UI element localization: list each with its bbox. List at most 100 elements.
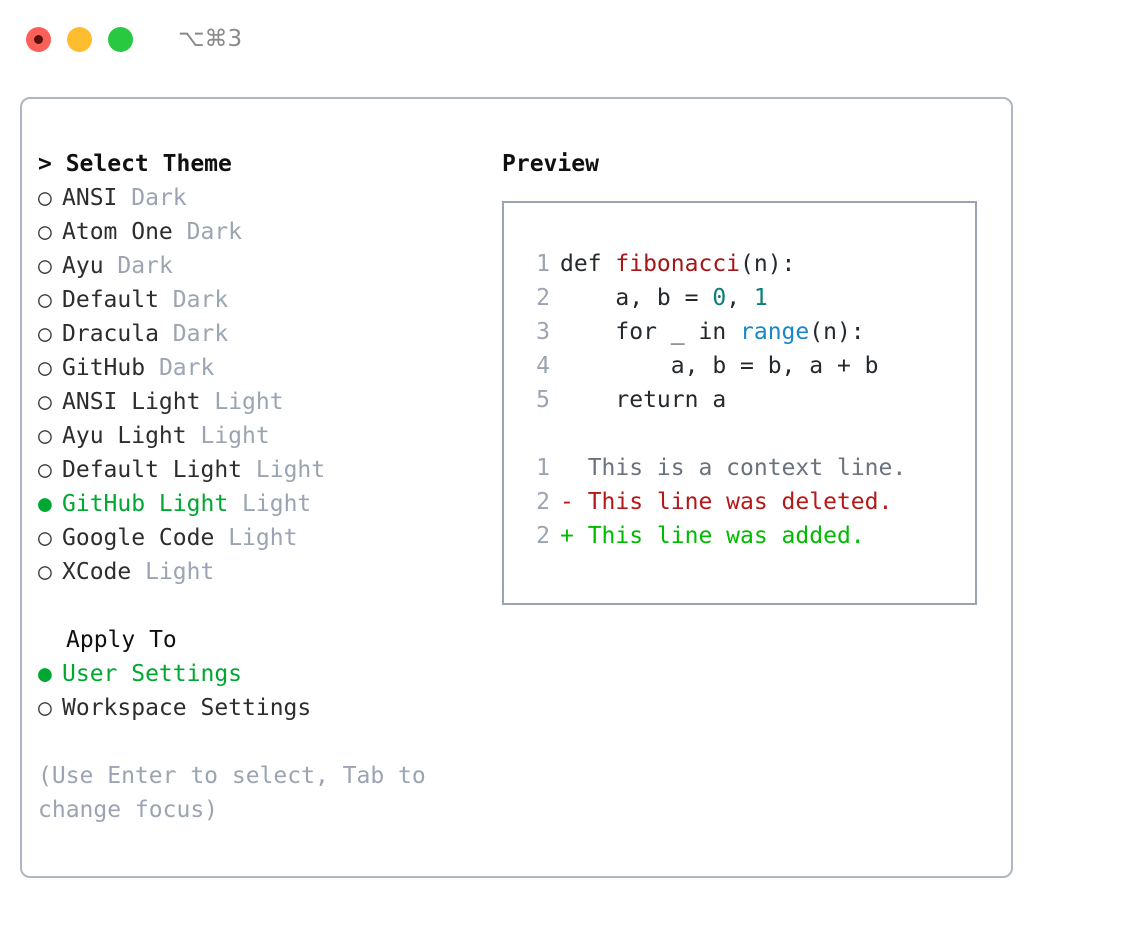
radio-unselected-icon: ○ — [38, 423, 52, 449]
code-token-num: 0 — [712, 285, 727, 311]
line-number: 2 — [536, 285, 550, 311]
code-text: def fibonacci(n): — [550, 247, 795, 281]
theme-option-google-code[interactable]: ○ Google Code Light — [38, 521, 488, 555]
line-number: 5 — [536, 387, 550, 413]
theme-option-tag: Dark — [186, 219, 243, 245]
code-line: 5 return a — [504, 383, 975, 417]
code-token-fn: fibonacci — [615, 251, 741, 277]
theme-option-tag: Light — [145, 559, 215, 585]
theme-list: ○ANSI Dark○Atom One Dark○Ayu Dark○Defaul… — [38, 181, 488, 589]
theme-option-label: Default — [62, 287, 159, 313]
code-token-plain: a, b = — [560, 285, 713, 311]
apply-to-heading: Apply To — [66, 627, 177, 653]
theme-option-tag: Dark — [172, 287, 229, 313]
code-token-plain: return a — [560, 387, 727, 413]
radio-selected-icon: ● — [38, 491, 52, 517]
apply-option-label: Workspace Settings — [62, 695, 312, 721]
keyboard-shortcut-label: ⌥⌘3 — [178, 26, 243, 52]
line-number: 1 — [536, 251, 550, 277]
radio-unselected-icon: ○ — [38, 355, 52, 381]
title-bar: ⌥⌘3 — [0, 0, 1140, 78]
apply-option-workspace-settings[interactable]: ○ Workspace Settings — [38, 691, 488, 725]
theme-option-label: Atom One — [62, 219, 173, 245]
preview-heading: Preview — [502, 151, 599, 177]
theme-option-ayu[interactable]: ○Ayu Dark — [38, 249, 488, 283]
theme-option-atom-one[interactable]: ○Atom One Dark — [38, 215, 488, 249]
theme-option-label: ANSI Light — [62, 389, 201, 415]
code-text: a, b = b, a + b — [550, 349, 879, 383]
radio-selected-icon: ● — [38, 661, 52, 687]
line-number: 1 — [536, 455, 550, 481]
close-button[interactable] — [26, 26, 51, 52]
line-number: 2 — [536, 489, 550, 515]
diff-text: + This line was added. — [560, 523, 865, 549]
theme-option-tag: Light — [214, 389, 284, 415]
code-line: 3 for _ in range(n): — [504, 315, 975, 349]
apply-option-user-settings[interactable]: ● User Settings — [38, 657, 488, 691]
theme-column: > Select Theme ○ANSI Dark○Atom One Dark○… — [38, 147, 488, 827]
minimize-button[interactable] — [67, 26, 92, 52]
theme-option-tag: Dark — [172, 321, 229, 347]
line-number: 3 — [536, 319, 550, 345]
zoom-button[interactable] — [108, 26, 133, 52]
code-token-call: range — [740, 319, 810, 345]
apply-to-list: ● User Settings ○ Workspace Settings — [38, 657, 488, 725]
code-text: a, b = 0, 1 — [550, 281, 768, 315]
apply-option-label: User Settings — [62, 661, 243, 687]
theme-option-label: XCode — [62, 559, 132, 585]
line-number: 4 — [536, 353, 550, 379]
theme-option-tag: Light — [255, 457, 326, 483]
code-diff-spacer — [504, 417, 975, 451]
radio-unselected-icon: ○ — [38, 559, 52, 585]
code-token-plain: for _ in — [560, 319, 741, 345]
radio-unselected-icon: ○ — [38, 695, 52, 721]
radio-unselected-icon: ○ — [38, 525, 52, 551]
theme-option-xcode[interactable]: ○ XCode Light — [38, 555, 488, 589]
code-token-plain: (n): — [740, 251, 796, 277]
radio-unselected-icon: ○ — [38, 321, 52, 347]
theme-option-label: Google Code — [62, 525, 215, 551]
theme-option-default[interactable]: ○ Default Dark — [38, 283, 488, 317]
window-controls — [26, 26, 133, 52]
theme-option-tag: Dark — [117, 253, 173, 279]
theme-option-label: Default Light — [62, 457, 243, 483]
code-line: 2 a, b = 0, 1 — [504, 281, 975, 315]
theme-option-ansi-light[interactable]: ○ ANSI Light Light — [38, 385, 488, 419]
diff-text: This is a context line. — [560, 455, 907, 481]
radio-unselected-icon: ○ — [38, 389, 52, 415]
theme-option-tag: Light — [228, 525, 298, 551]
section-spacer — [38, 589, 488, 623]
keyboard-hint: (Use Enter to select, Tab to change focu… — [38, 763, 440, 823]
radio-unselected-icon: ○ — [38, 457, 52, 483]
code-line: 4 a, b = b, a + b — [504, 349, 975, 383]
theme-option-default-light[interactable]: ○ Default Light Light — [38, 453, 488, 487]
code-token-plain: a, b = b, a + b — [560, 353, 879, 379]
theme-option-ayu-light[interactable]: ○Ayu Light Light — [38, 419, 488, 453]
theme-option-github[interactable]: ○ GitHub Dark — [38, 351, 488, 385]
theme-option-label: GitHub — [62, 355, 146, 381]
theme-option-label: ANSI — [62, 185, 118, 211]
theme-option-tag: Light — [242, 491, 312, 517]
theme-option-tag: Light — [200, 423, 270, 449]
theme-option-ansi[interactable]: ○ANSI Dark — [38, 181, 488, 215]
code-token-plain: (n): — [809, 319, 865, 345]
theme-option-github-light[interactable]: ●GitHub Light Light — [38, 487, 488, 521]
code-token-plain: , — [726, 285, 754, 311]
radio-unselected-icon: ○ — [38, 287, 52, 313]
theme-option-dracula[interactable]: ○ Dracula Dark — [38, 317, 488, 351]
line-number: 2 — [536, 523, 550, 549]
diff-sample: 1 This is a context line. 2- This line wa… — [504, 451, 975, 553]
theme-option-tag: Dark — [131, 185, 187, 211]
code-token-num: 1 — [753, 285, 768, 311]
select-theme-heading: > Select Theme — [38, 151, 232, 177]
diff-line-add: 2 + This line was added. — [504, 519, 975, 553]
theme-picker-panel: > Select Theme ○ANSI Dark○Atom One Dark○… — [20, 97, 1013, 878]
diff-line-del: 2- This line was deleted. — [504, 485, 975, 519]
theme-option-label: Dracula — [62, 321, 159, 347]
theme-option-tag: Dark — [158, 355, 215, 381]
